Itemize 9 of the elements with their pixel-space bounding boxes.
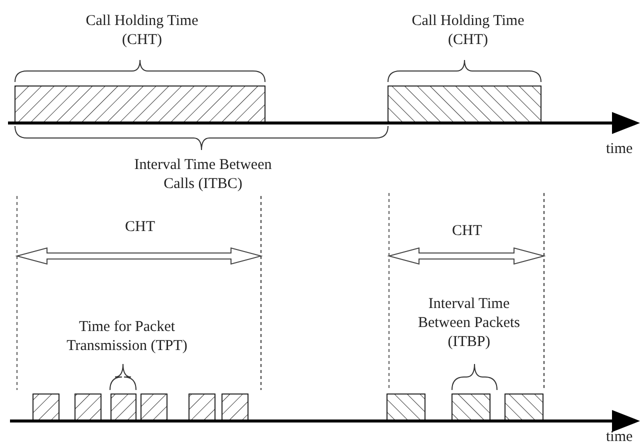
axis-label: time [606,428,634,445]
annotation-text: Interval Time Between Calls (ITBC) [133,156,273,194]
annotation-text: Time for Packet Transmission (TPT) [66,318,188,356]
annotation-text: CHT [124,218,156,237]
annotation-text: Interval Time Between Packets (ITBP) [416,295,522,352]
annotation-text: CHT [451,222,483,241]
annotation-text: Call Holding Time (CHT) [410,12,526,50]
axis-label: time [606,140,634,159]
annotation-text: Call Holding Time (CHT) [84,12,200,50]
